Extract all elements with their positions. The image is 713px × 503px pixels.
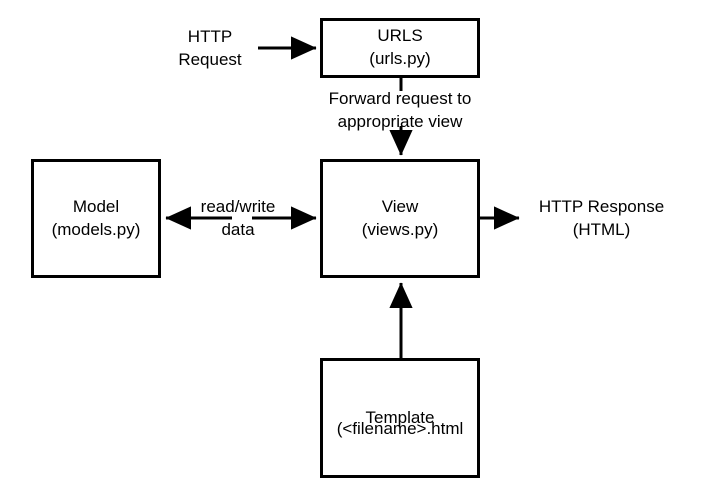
forward-request-label-line1: Forward request to [328,89,472,108]
http-response-label: HTTP Response (HTML) [530,196,673,242]
template-box[interactable]: Template [320,358,480,478]
model-box-title: Model [72,196,120,216]
template-box-subtitle: (<filename>.html [336,419,464,438]
template-box-title: Template [365,407,435,427]
view-box-subtitle: (views.py) [361,219,439,239]
read-write-data-label: read/write data [196,196,280,242]
urls-box-title: URLS [377,26,423,46]
http-response-label-line1: HTTP Response [538,197,665,216]
view-box[interactable]: View (views.py) [320,159,480,278]
model-box[interactable]: Model (models.py) [31,159,161,278]
urls-box-subtitle: (urls.py) [369,49,431,68]
model-box-subtitle: (models.py) [51,219,141,239]
read-write-data-label-line2: data [221,219,255,239]
urls-box[interactable]: URLS (urls.py) [320,18,480,78]
http-request-label: HTTP Request [168,26,252,72]
forward-request-label: Forward request to appropriate view [321,88,479,134]
http-request-label-line2: Request [178,49,242,69]
forward-request-label-line2: appropriate view [337,111,463,131]
view-box-title: View [381,196,419,216]
http-response-label-line2: (HTML) [572,219,631,239]
read-write-data-label-line1: read/write [200,197,276,216]
http-request-label-line1: HTTP [187,27,233,46]
